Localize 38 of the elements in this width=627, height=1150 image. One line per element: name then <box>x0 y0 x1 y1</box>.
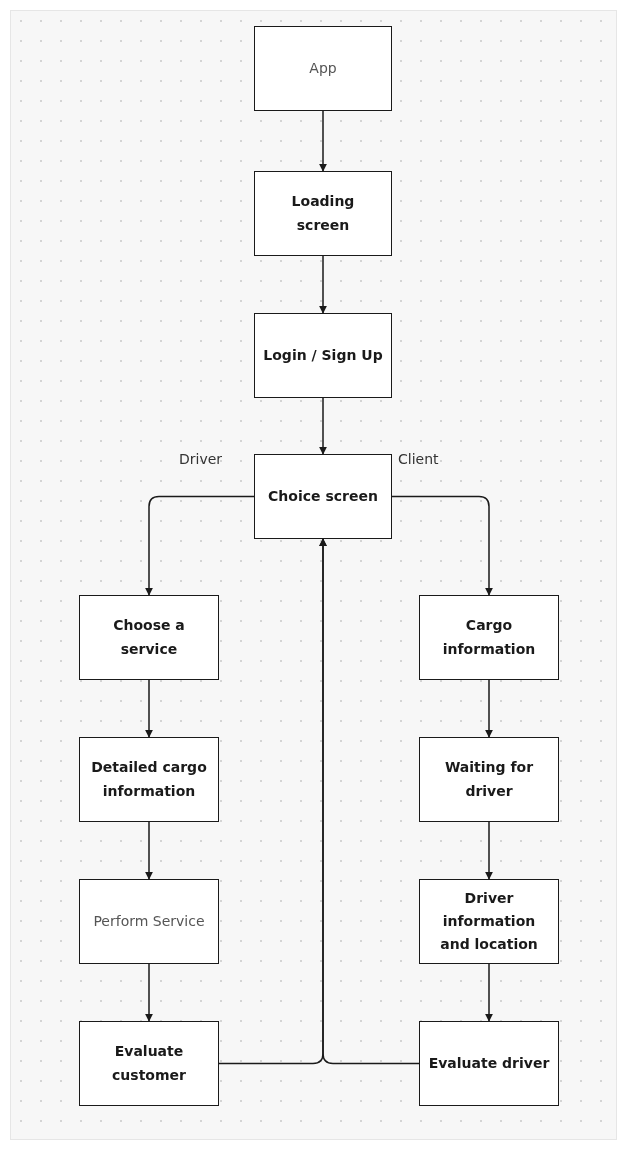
process-box <box>419 737 559 822</box>
process-box <box>254 171 392 256</box>
arrow <box>145 679 153 738</box>
process-box <box>254 454 392 539</box>
arrow <box>485 821 493 880</box>
box-label: Perform Service <box>93 911 205 931</box>
box-label: Choose a service <box>112 616 186 659</box>
box-label: Login / Sign Up <box>263 345 383 365</box>
process-box <box>79 1021 219 1106</box>
box-label: Cargo information <box>441 616 537 659</box>
process-box <box>419 595 559 680</box>
process-box <box>254 26 392 111</box>
process-box <box>79 879 219 964</box>
box-label: Choice screen <box>268 486 378 506</box>
arrow <box>485 679 493 738</box>
arrow <box>485 963 493 1022</box>
arrow <box>319 255 327 314</box>
process-box <box>254 313 392 398</box>
arrow <box>319 110 327 172</box>
edge-label: Driver <box>179 451 223 467</box>
arrow <box>391 495 493 596</box>
arrow <box>145 821 153 880</box>
arrow <box>319 397 327 455</box>
box-label: Evaluate customer <box>111 1042 187 1085</box>
process-box <box>419 879 559 964</box>
box-label: Waiting for driver <box>443 758 535 801</box>
box-label: Driver information and location <box>439 888 539 955</box>
arrow <box>319 538 420 1065</box>
process-box <box>419 1021 559 1106</box>
arrow <box>145 963 153 1022</box>
arrow <box>145 495 255 596</box>
box-label: App <box>309 58 337 78</box>
process-box <box>79 737 219 822</box>
box-label: Evaluate driver <box>428 1053 550 1073</box>
process-box <box>79 595 219 680</box>
box-label: Detailed cargo information <box>90 758 208 801</box>
edge-label: Client <box>398 451 439 467</box>
box-label: Loading screen <box>290 192 356 235</box>
